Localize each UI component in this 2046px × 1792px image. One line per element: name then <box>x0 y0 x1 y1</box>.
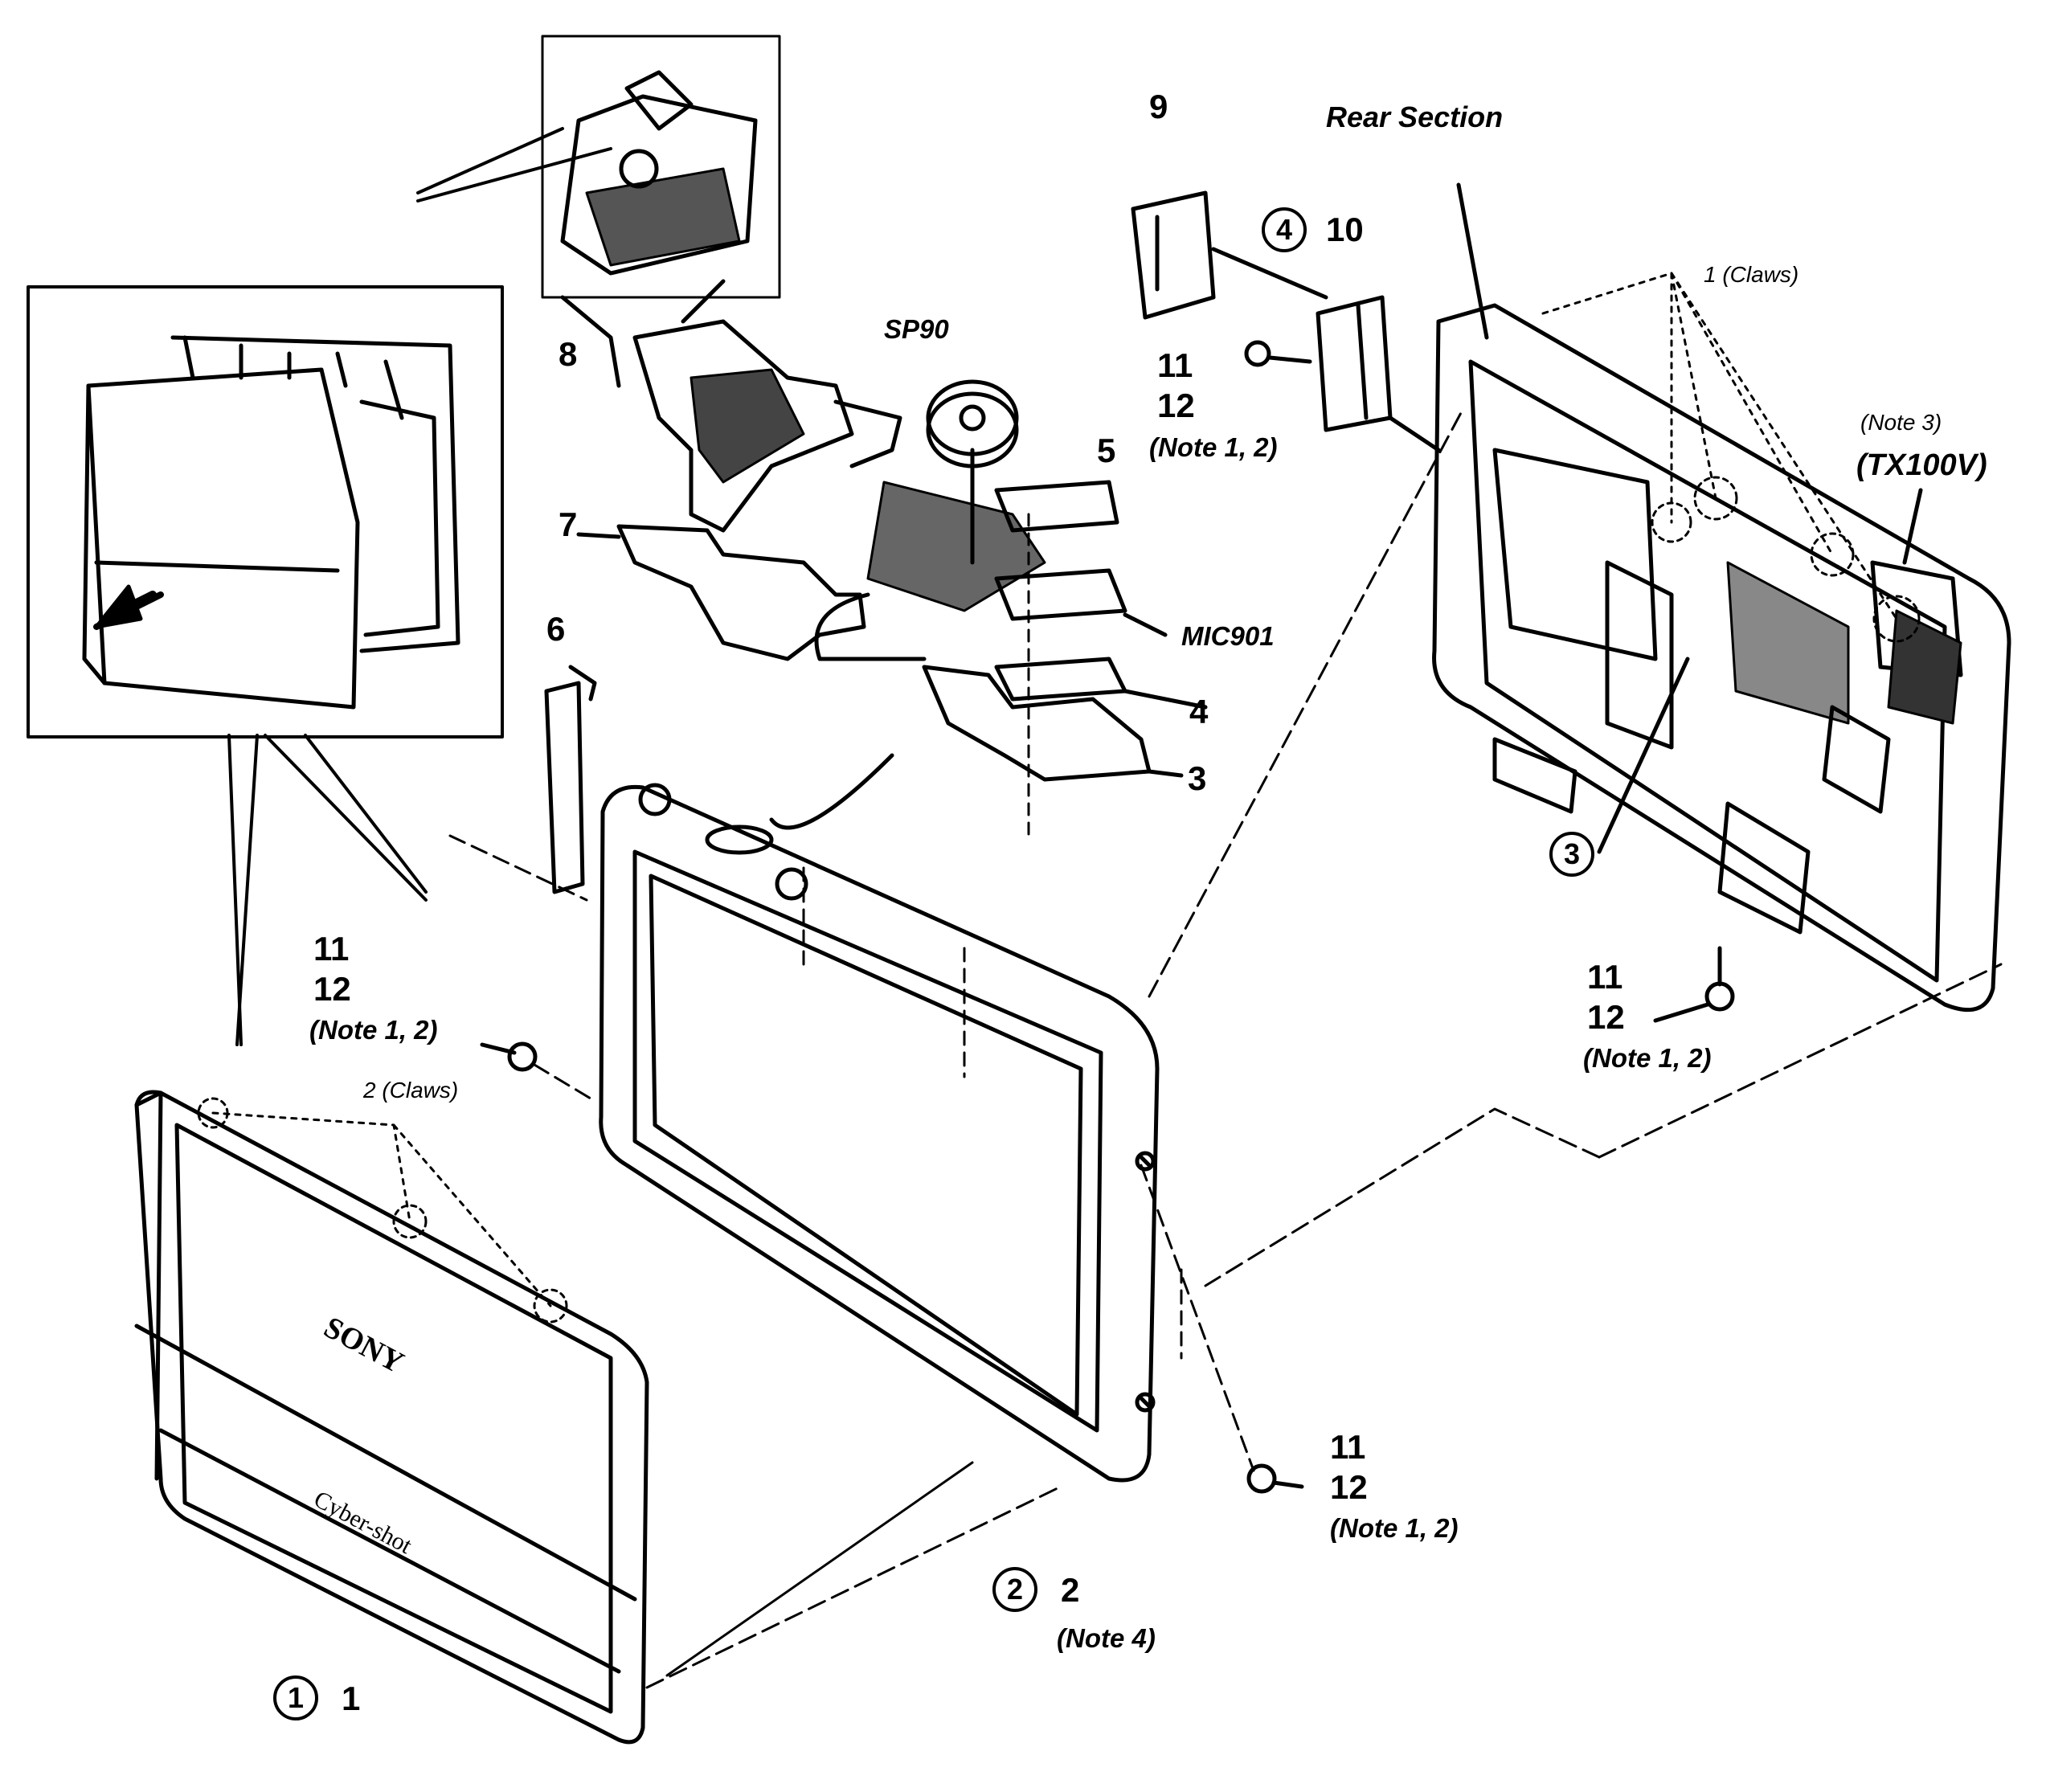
screw-note-bottom: (Note 1, 2) <box>1330 1513 1459 1543</box>
part-3-label: 3 <box>1188 759 1207 797</box>
screw-12-label-right: 12 <box>1587 998 1625 1036</box>
screw-note-left: (Note 1, 2) <box>309 1015 438 1045</box>
note-4-label: (Note 4) <box>1057 1623 1156 1653</box>
screw-note-right: (Note 1, 2) <box>1583 1043 1712 1073</box>
middle-frame-2 <box>599 783 1160 1483</box>
model-label: (TX100V) <box>1856 448 1987 482</box>
top-detail <box>416 35 781 388</box>
screw-11-label-left: 11 <box>313 930 350 968</box>
screw-12-label-left: 12 <box>313 970 351 1008</box>
part-10-label: 10 <box>1326 211 1364 248</box>
claws-2-label: 2 (Claws) <box>363 1078 459 1103</box>
rear-section-body <box>1432 182 2011 1013</box>
note-3-label: (Note 3) <box>1860 410 1942 435</box>
part-9-label: 9 <box>1149 88 1168 125</box>
speaker-sp90 <box>926 379 1019 565</box>
front-cover-1 <box>134 1090 649 1745</box>
screw-11-label-right: 11 <box>1587 958 1623 996</box>
part-1-label: 1 <box>342 1679 361 1717</box>
callout-4: 4 <box>1262 207 1307 252</box>
callout-2: 2 <box>992 1567 1037 1612</box>
detail-inset <box>27 285 504 738</box>
screw-12-label-bottom: 12 <box>1330 1468 1368 1506</box>
part-4-label: 4 <box>1189 693 1209 730</box>
part-6-label: 6 <box>546 610 566 648</box>
part-7-label: 7 <box>559 505 578 543</box>
callout-3: 3 <box>1549 832 1594 877</box>
part-2-label: 2 <box>1061 1571 1080 1609</box>
screws <box>480 946 1735 1494</box>
part-5-label: 5 <box>1097 432 1116 469</box>
sp90-label: SP90 <box>884 314 949 344</box>
part-8-label: 8 <box>559 335 578 373</box>
callout-1: 1 <box>273 1675 318 1720</box>
claws-1-label: 1 (Claws) <box>1704 262 1799 287</box>
section-title: Rear Section <box>1326 100 1504 133</box>
mic901-label: MIC901 <box>1181 621 1275 651</box>
flex-board-8 <box>632 319 1046 661</box>
screw-12-label-top: 12 <box>1157 387 1195 424</box>
screw-11-label-top: 11 <box>1157 346 1193 384</box>
screw-note-top: (Note 1, 2) <box>1149 432 1278 462</box>
screw-11-label-bottom: 11 <box>1330 1428 1366 1466</box>
